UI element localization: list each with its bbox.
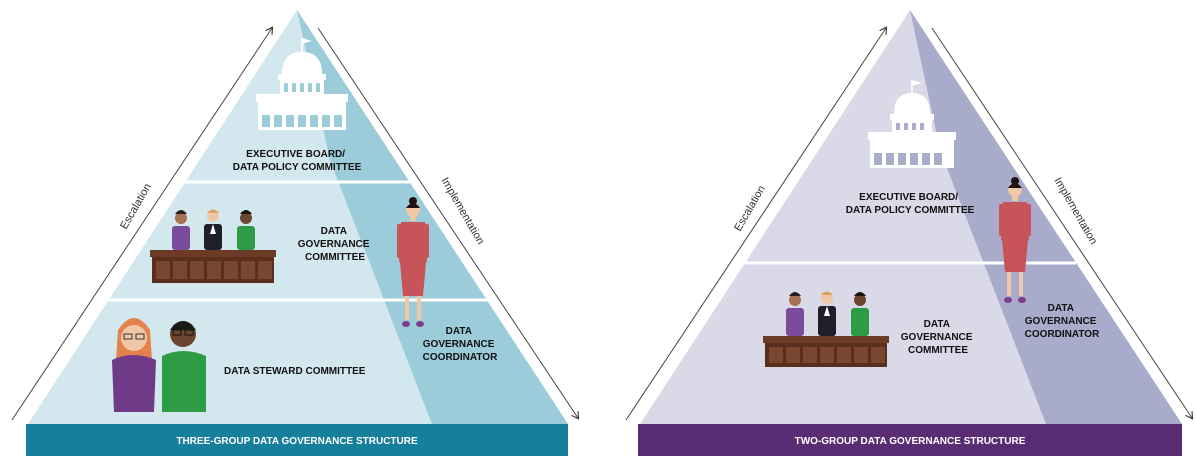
left-escalation-arrow bbox=[11, 28, 272, 421]
left-pyramid-shade bbox=[297, 10, 568, 424]
left-implementation-arrow bbox=[317, 27, 578, 418]
left-top-tier-label: EXECUTIVE BOARD/ DATA POLICY COMMITTEE bbox=[233, 149, 362, 173]
left-bottom-tier-label: DATA STEWARD COMMITTEE bbox=[224, 366, 366, 377]
right-escalation-label: Escalation bbox=[732, 184, 768, 234]
right-implementation-arrow bbox=[931, 27, 1192, 418]
capitol-icon bbox=[868, 80, 956, 168]
coordinator-figure bbox=[999, 177, 1031, 303]
left-coordinator-label: DATA GOVERNANCE COORDINATOR bbox=[423, 326, 498, 363]
right-escalation-arrow bbox=[625, 28, 886, 421]
left-footer-bar bbox=[26, 424, 568, 456]
right-coordinator-label: DATA GOVERNANCE COORDINATOR bbox=[1025, 303, 1100, 340]
committee-members-at-desk bbox=[763, 291, 889, 367]
capitol-icon bbox=[256, 38, 348, 130]
left-footer-title: THREE-GROUP DATA GOVERNANCE STRUCTURE bbox=[176, 436, 418, 447]
right-top-tier-label: EXECUTIVE BOARD/ DATA POLICY COMMITTEE bbox=[846, 192, 975, 216]
right-pyramid: Escalation Implementation EXECUTIVE BOAR… bbox=[625, 10, 1192, 456]
right-implementation-label: Implementation bbox=[1051, 176, 1099, 247]
left-implementation-label: Implementation bbox=[438, 176, 486, 247]
right-bottom-tier-label: DATA GOVERNANCE COMMITTEE bbox=[901, 319, 975, 356]
right-footer-title: TWO-GROUP DATA GOVERNANCE STRUCTURE bbox=[795, 436, 1026, 447]
right-pyramid-shade bbox=[910, 10, 1182, 424]
data-steward-figures bbox=[112, 318, 206, 412]
committee-members-at-desk bbox=[150, 209, 276, 283]
left-middle-tier-label: DATA GOVERNANCE COMMITTEE bbox=[298, 226, 372, 263]
right-footer-bar bbox=[638, 424, 1182, 456]
coordinator-figure bbox=[397, 197, 429, 327]
left-escalation-label: Escalation bbox=[118, 182, 154, 232]
left-pyramid: Escalation Implementation EXEC bbox=[11, 10, 578, 456]
